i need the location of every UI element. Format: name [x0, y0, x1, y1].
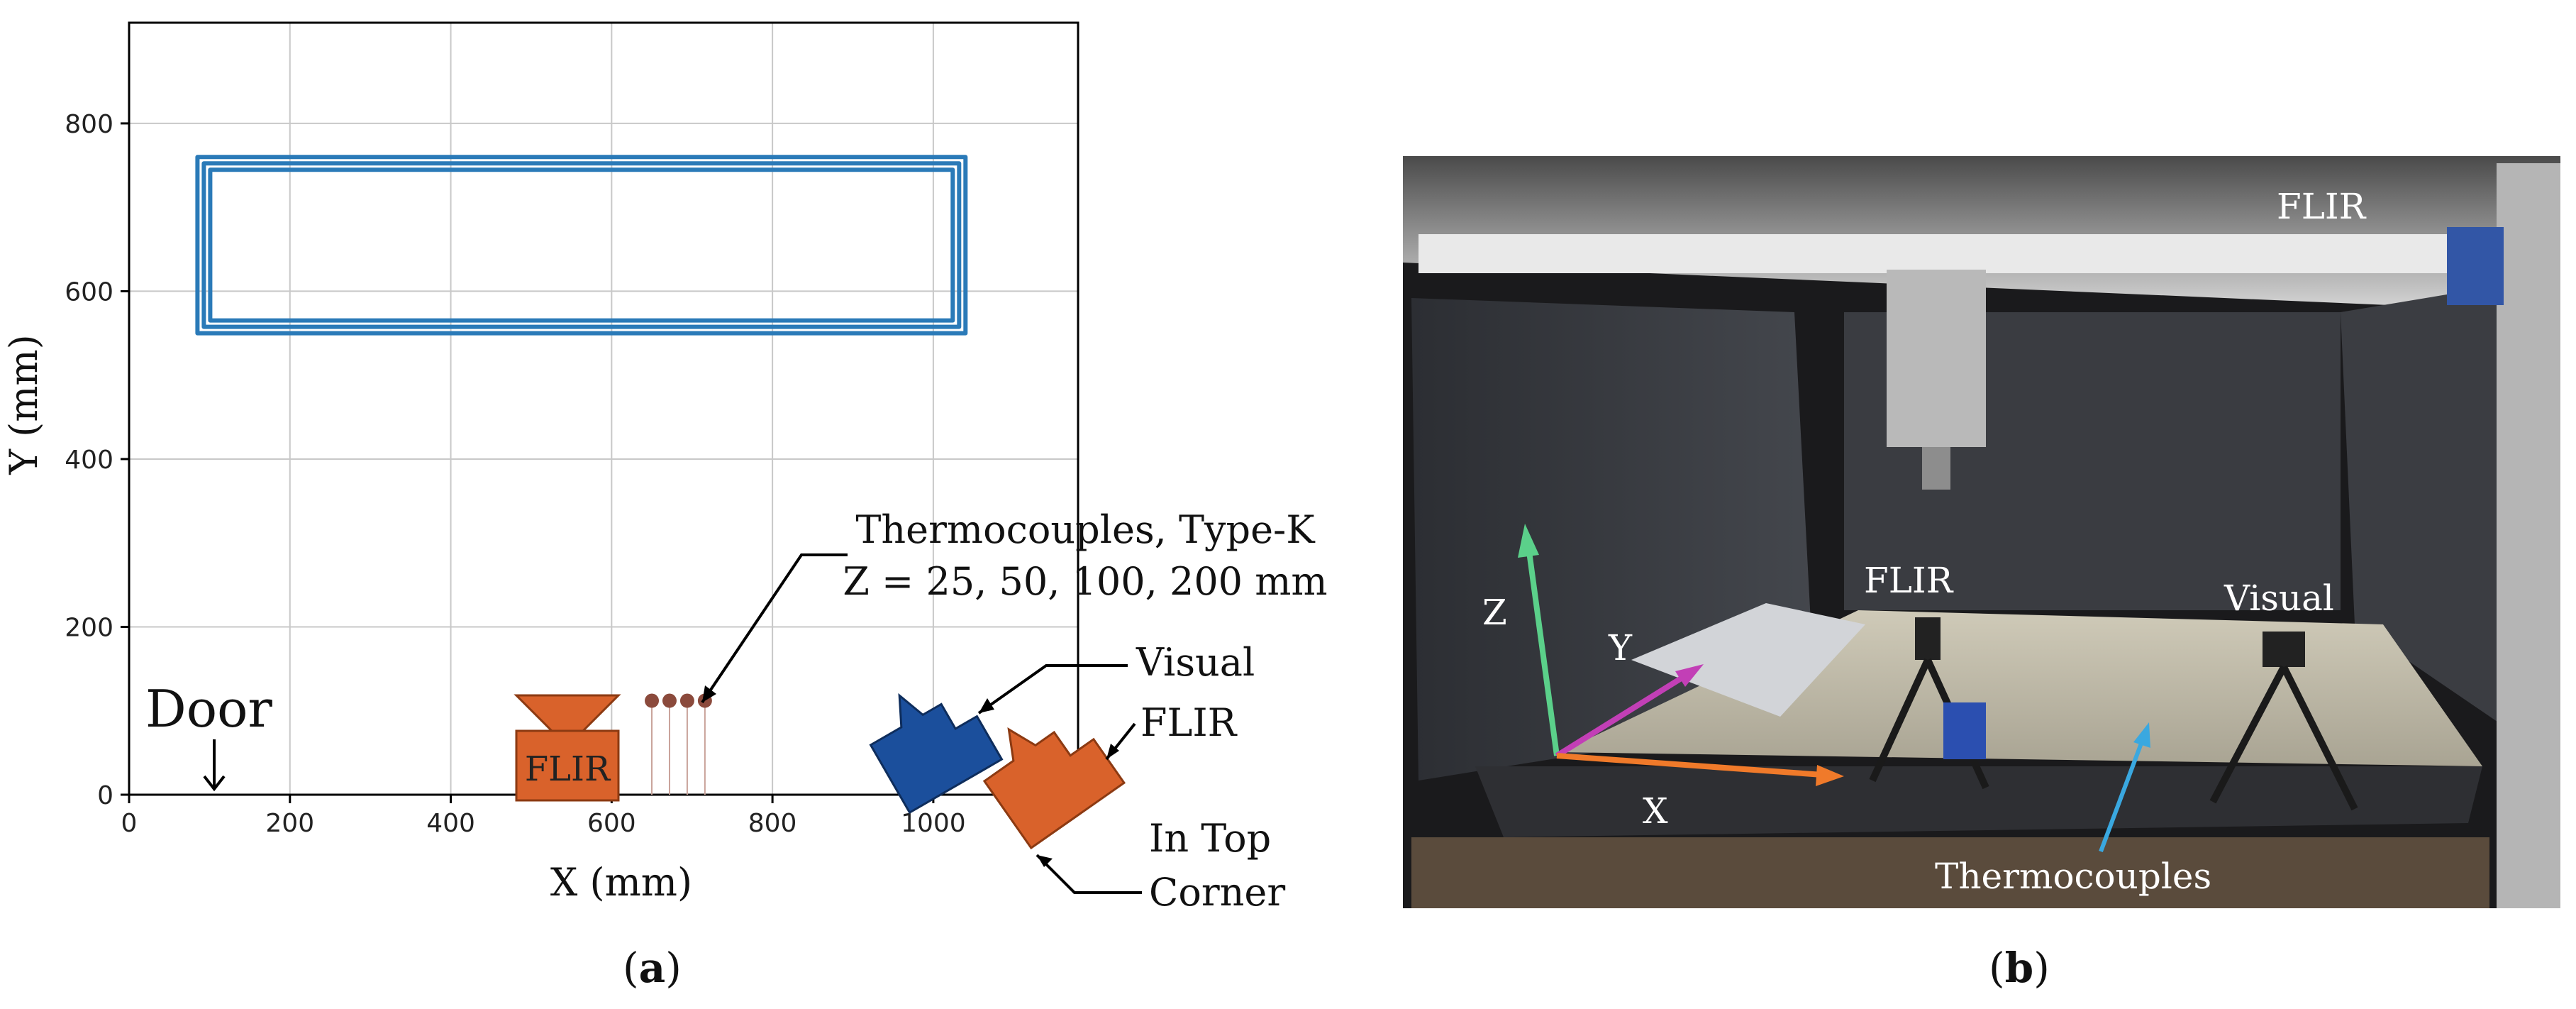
y-tick-label: 400 [65, 446, 113, 475]
photo-background [1403, 156, 2560, 908]
visual-camera-icon [869, 693, 1004, 815]
flir-camera-tripod [1869, 617, 1989, 790]
y-tick-label: 200 [65, 613, 113, 642]
y-axis-label: Y (mm) [1, 334, 46, 475]
panel-a-plot: 0 200 400 600 800 1000 0 200 400 600 800 X (mm) Y … [1, 21, 1328, 915]
photo-x-label: X [1643, 790, 1668, 832]
thermocouple-arrow [2099, 722, 2150, 853]
flir-top-camera [2447, 227, 2504, 305]
in-top-corner-line2: Corner [1149, 870, 1285, 915]
path-loop-1 [195, 155, 968, 336]
x-tick-label: 0 [121, 809, 138, 838]
photo-flir-mid-label: FLIR [1864, 560, 1954, 601]
x-tick-label: 200 [265, 809, 314, 838]
visual-camera-tripod [2209, 632, 2358, 811]
x-tick-label: 1000 [901, 809, 966, 838]
y-tick-label: 600 [65, 277, 113, 307]
visual-label: Visual [1136, 640, 1255, 685]
in-top-corner-line1: In Top [1149, 816, 1271, 861]
photo-visual-label: Visual [2224, 578, 2334, 619]
thermo-leader-arrow [701, 553, 848, 704]
visual-leader-arrow [977, 664, 1128, 715]
thermocouple-markers [645, 693, 712, 795]
y-tick-label: 800 [65, 110, 113, 139]
z-axis-arrow [1518, 524, 1560, 756]
flir-top-leader-arrow [1105, 722, 1136, 761]
x-tick-label: 800 [748, 809, 797, 838]
photo-thermocouples-label: Thermocouples [1935, 856, 2211, 897]
x-axis-arrow [1556, 753, 1844, 786]
thermocouple-dot [645, 693, 660, 708]
flir-label: FLIR [525, 749, 611, 789]
photo-z-label: Z [1482, 592, 1507, 633]
flir-top-camera-icon [982, 727, 1126, 850]
x-tick-label: 400 [426, 809, 475, 838]
thermocouple-dot [679, 693, 694, 708]
thermocouple-label-line1: Thermocouples, Type-K [855, 507, 1316, 552]
y-axis-arrow [1555, 664, 1704, 759]
print-path [195, 155, 968, 336]
print-head [1887, 270, 1986, 490]
foil-tray [1631, 603, 1865, 717]
x-axis-label: X (mm) [550, 860, 692, 905]
photo-y-label: Y [1608, 627, 1633, 668]
caption-a: (a) [623, 944, 682, 992]
x-tick-label: 600 [587, 809, 636, 838]
photo-flir-top-label: FLIR [2277, 186, 2367, 227]
thermocouple-dot [662, 693, 677, 708]
y-tick-label: 0 [97, 781, 113, 810]
path-loop-2 [201, 161, 962, 329]
door-label: Door [145, 679, 272, 739]
door-arrow [203, 739, 226, 792]
axis-ticks: 0 200 400 600 800 1000 0 200 400 600 800 [65, 110, 965, 838]
thermocouple-label-line2: Z = 25, 50, 100, 200 mm [843, 559, 1327, 604]
flir-camera-icon [513, 694, 621, 802]
flir-top-label: FLIR [1140, 700, 1238, 745]
caption-b: (b) [1989, 944, 2050, 992]
path-loop-3 [208, 167, 955, 323]
corner-leader-arrow [1036, 854, 1142, 894]
